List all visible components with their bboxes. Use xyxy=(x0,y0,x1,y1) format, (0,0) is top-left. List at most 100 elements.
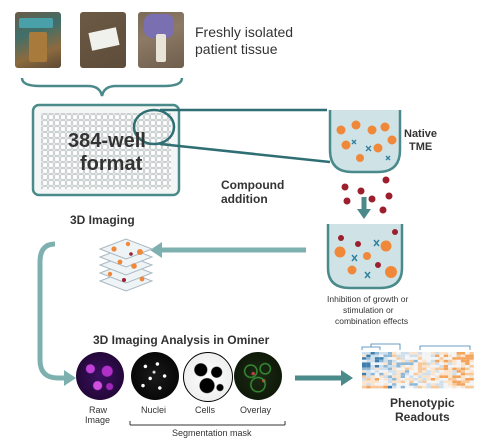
heatmap-cell xyxy=(439,362,444,365)
heatmap-cell xyxy=(400,354,405,358)
heatmap-cell xyxy=(387,383,393,386)
heatmap-cell xyxy=(396,359,401,363)
heatmap-cell xyxy=(362,378,367,381)
heatmap-cell xyxy=(362,385,367,389)
heatmap-cell xyxy=(362,362,367,365)
heatmap-cell xyxy=(422,385,427,389)
heatmap-cell xyxy=(465,367,470,371)
heatmap-cell xyxy=(426,375,431,378)
heatmap-cell xyxy=(456,354,461,358)
heatmap-cell xyxy=(362,383,367,386)
heatmap-cell xyxy=(400,378,405,381)
heatmap-cell xyxy=(456,383,461,386)
heatmap-cell xyxy=(383,375,388,378)
readouts-label-line2: Readouts xyxy=(395,410,450,424)
heatmap-cell xyxy=(422,354,427,358)
heatmap-cell xyxy=(362,357,367,360)
heatmap-cell xyxy=(430,354,436,358)
heatmap-cell xyxy=(422,383,427,386)
heatmap-cell xyxy=(366,357,371,360)
heatmap-cell xyxy=(452,380,457,384)
heatmap-cell xyxy=(392,362,397,365)
heatmap-cell xyxy=(383,380,388,384)
heatmap-cell xyxy=(366,385,371,389)
heatmap-cell xyxy=(452,378,457,381)
heatmap-cell xyxy=(405,354,410,358)
panel-label-overlay: Overlay xyxy=(240,405,272,415)
heatmap-cell xyxy=(413,383,418,386)
heatmap-cell xyxy=(448,380,453,384)
heatmap-cell xyxy=(443,370,448,373)
heatmap-cell xyxy=(426,370,431,373)
heatmap-cell xyxy=(374,365,380,368)
heatmap-cell xyxy=(469,375,474,378)
plate-icon xyxy=(31,103,181,197)
cells-panel xyxy=(183,352,233,402)
heatmap-cell xyxy=(396,372,401,376)
heatmap-cell xyxy=(426,372,431,376)
heatmap-cell xyxy=(374,362,380,365)
heatmap-cell xyxy=(448,372,453,376)
heatmap-cell xyxy=(374,378,380,381)
heatmap-cell xyxy=(379,372,384,376)
heatmap-cell xyxy=(374,357,380,360)
heatmap-cell xyxy=(366,370,371,373)
heatmap-cell xyxy=(469,372,474,376)
heatmap-cell xyxy=(448,367,453,371)
heatmap-cell xyxy=(417,362,423,365)
heatmap-cell xyxy=(469,367,474,371)
heatmap-cell xyxy=(456,385,461,389)
heatmap-cell xyxy=(460,383,466,386)
heatmap-cell xyxy=(383,378,388,381)
heatmap-cell xyxy=(374,383,380,386)
heatmap-cell xyxy=(465,362,470,365)
segmentation-mask-label: Segmentation mask xyxy=(172,428,252,438)
heatmap-cell xyxy=(400,352,405,355)
heatmap-cell xyxy=(400,383,405,386)
heatmap-cell xyxy=(465,352,470,355)
panel-label-nuclei: Nuclei xyxy=(141,405,167,415)
heatmap-cell xyxy=(396,383,401,386)
heatmap-cell xyxy=(426,352,431,355)
heatmap-cell xyxy=(374,370,380,373)
heatmap-cell xyxy=(379,357,384,360)
raw-image-panel xyxy=(76,352,124,400)
heatmap-cell xyxy=(362,375,367,378)
heatmap-cell xyxy=(405,357,410,360)
heatmap-cell xyxy=(392,383,397,386)
heatmap-cell xyxy=(409,383,414,386)
heatmap-cell xyxy=(448,365,453,368)
heatmap-cell xyxy=(383,367,388,371)
heatmap-cell xyxy=(417,375,423,378)
heatmap-cell xyxy=(392,372,397,376)
heatmap-cell xyxy=(448,354,453,358)
heatmap-cell xyxy=(379,359,384,363)
heatmap-cell xyxy=(370,352,375,355)
beaker-icon-bottom xyxy=(326,224,404,290)
heatmap-cell xyxy=(362,372,367,376)
heatmap-cell xyxy=(456,362,461,365)
heatmap-cell xyxy=(387,385,393,389)
heatmap-cell xyxy=(422,357,427,360)
heatmap-cell xyxy=(383,383,388,386)
heatmap-cell xyxy=(443,375,448,378)
tme-label-line2: TME xyxy=(409,141,433,153)
heatmap-cell xyxy=(439,370,444,373)
heatmap-cell xyxy=(460,375,466,378)
heatmap-cell xyxy=(422,352,427,355)
heatmap-cell xyxy=(452,365,457,368)
heatmap-cell xyxy=(430,367,436,371)
heatmap-cell xyxy=(460,362,466,365)
heatmap-cell xyxy=(439,352,444,355)
heatmap-cell xyxy=(426,383,431,386)
readouts-label-line1: Phenotypic xyxy=(390,396,455,410)
heatmap-cell xyxy=(448,352,453,355)
heatmap-cell xyxy=(409,385,414,389)
heatmap-cell xyxy=(417,357,423,360)
heatmap-cell xyxy=(443,378,448,381)
heatmap-cell xyxy=(469,357,474,360)
heatmap-cell xyxy=(435,378,440,381)
heatmap-cell xyxy=(374,385,380,389)
